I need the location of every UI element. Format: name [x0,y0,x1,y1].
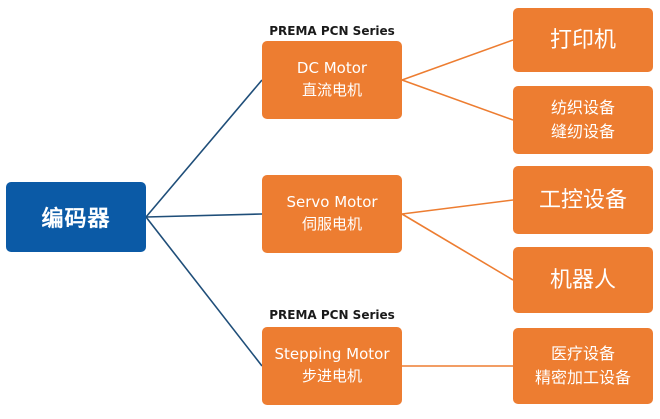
connector-root-to-dc [145,79,263,218]
connector-dc-to-textile [401,79,514,121]
application-node-medical-precision: 医疗设备 精密加工设备 [513,328,653,404]
application-label: 机器人 [549,267,616,293]
motor-node-dc: DC Motor 直流电机 [262,41,402,119]
motor-name-zh: 伺服电机 [301,215,362,233]
motor-name-zh: 直流电机 [301,81,362,99]
motor-name-zh: 步进电机 [301,367,362,385]
motor-name-en: DC Motor [296,59,368,78]
connector-servo-to-robot [401,213,514,281]
application-label: 纺织设备 [550,98,615,117]
application-node-textile-sewing: 纺织设备 缝纫设备 [513,86,653,154]
root-label: 编码器 [41,207,111,232]
series-label-bottom: PREMA PCN Series [269,308,395,322]
application-label: 工控设备 [538,187,627,213]
series-label-top: PREMA PCN Series [269,24,395,38]
root-node-encoder: 编码器 [6,182,146,252]
motor-node-stepping: Stepping Motor 步进电机 [262,327,402,405]
application-label: 缝纫设备 [550,122,615,141]
application-label: 打印机 [549,27,616,53]
motor-name-en: Servo Motor [286,193,378,212]
application-node-robot: 机器人 [513,247,653,313]
application-label: 医疗设备 [550,344,615,363]
connector-servo-to-industrial [401,199,514,215]
connector-root-to-stepping [145,216,263,367]
connector-root-to-servo [145,213,263,218]
application-node-printer: 打印机 [513,8,653,72]
application-node-industrial-control: 工控设备 [513,166,653,234]
motor-node-servo: Servo Motor 伺服电机 [262,175,402,253]
motor-name-en: Stepping Motor [274,345,390,364]
connector-dc-to-printer [401,39,514,81]
application-label: 精密加工设备 [534,368,631,387]
